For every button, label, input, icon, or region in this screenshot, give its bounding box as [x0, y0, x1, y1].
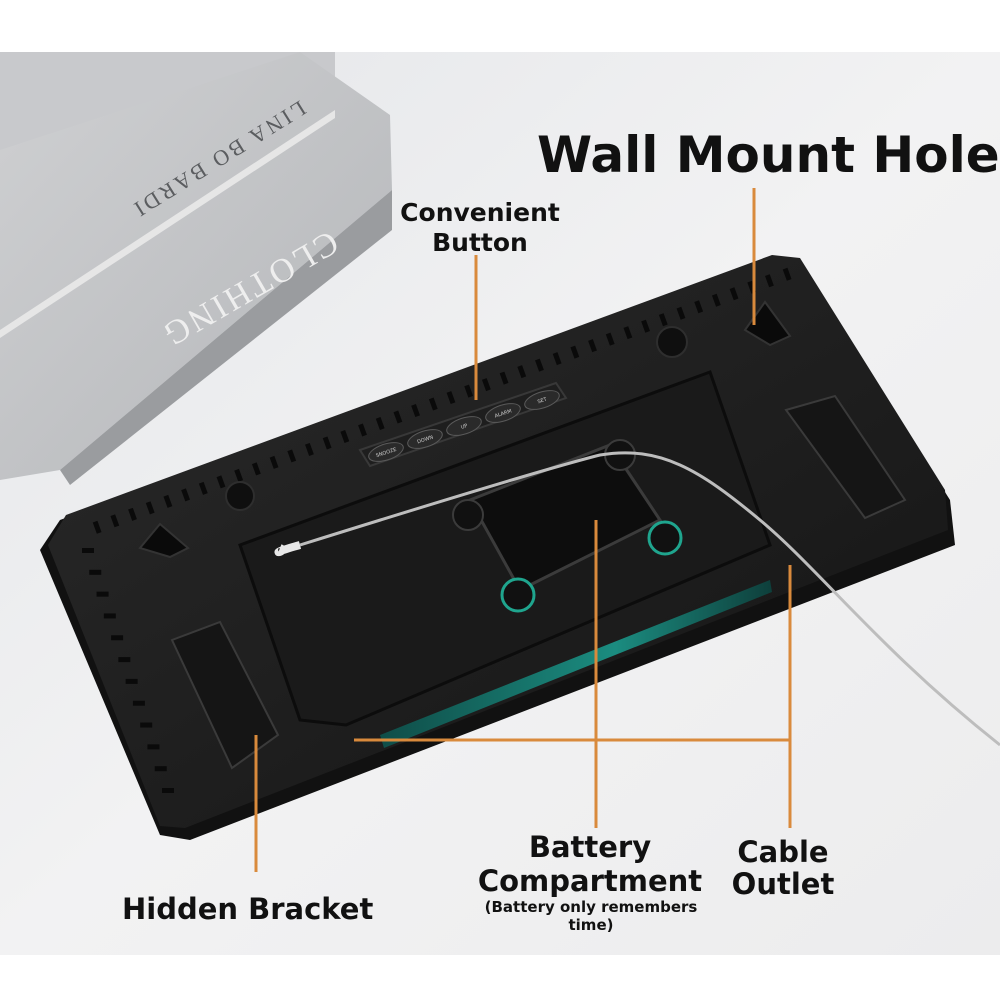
hidden-bracket	[170, 620, 280, 770]
vent-slot	[765, 274, 774, 288]
vent-slot	[552, 352, 562, 366]
vent-slot	[125, 678, 138, 684]
vent-slot	[103, 613, 116, 619]
vent-slot	[428, 397, 438, 411]
device-button-alarm[interactable]: ALARM	[483, 400, 522, 426]
vent-slot	[623, 326, 633, 340]
books: CLOTHING LINA BO BARDI	[0, 52, 392, 485]
vent-slot	[782, 267, 792, 281]
vent-slot	[234, 468, 244, 482]
convenient-button-line1: Convenient	[400, 198, 560, 227]
vent-slot	[729, 287, 739, 301]
battery-line2: Compartment	[477, 864, 703, 898]
vent-slot	[517, 365, 527, 379]
hidden-bracket-right	[784, 394, 907, 520]
vent-slot	[132, 700, 145, 706]
device-button-label: SET	[537, 396, 549, 405]
vent-slot	[446, 391, 456, 405]
cable-line1: Cable	[737, 835, 829, 869]
vent-slot	[605, 332, 615, 346]
vent-slot	[89, 569, 102, 575]
hidden-bracket-label: Hidden Bracket	[122, 892, 374, 926]
device-button-shape[interactable]	[444, 413, 483, 439]
wall-mount-hole-label: Wall Mount Hole	[537, 126, 1000, 184]
vent-slot	[694, 300, 704, 314]
vent-slot	[411, 404, 421, 418]
leader-lines	[254, 188, 792, 872]
vent-slot	[499, 371, 509, 385]
vent-slot	[92, 520, 102, 534]
vent-slot	[96, 591, 109, 597]
device-button-set[interactable]: SET	[522, 387, 561, 413]
device-button-shape[interactable]	[405, 426, 444, 452]
vent-slots	[92, 267, 792, 534]
vent-slot	[464, 384, 474, 398]
battery-line1: Battery	[528, 830, 652, 864]
vent-slot	[110, 514, 120, 528]
vent-slot	[82, 548, 94, 553]
vent-slot	[588, 339, 597, 353]
vent-slot	[198, 481, 208, 495]
vent-slot	[216, 475, 226, 489]
convenient-button-line2: Button	[432, 228, 528, 257]
speaker-grille	[656, 326, 688, 358]
vent-slot	[481, 378, 491, 392]
vent-slot	[658, 313, 668, 327]
vent-slot	[154, 766, 167, 772]
vent-slot	[393, 410, 403, 424]
vent-slot	[181, 488, 191, 502]
wall-mount-hole	[743, 300, 792, 347]
convenient-button-label: Convenient Button	[392, 198, 568, 258]
device-button-shape[interactable]	[483, 400, 522, 426]
cable-line2: Outlet	[731, 867, 835, 901]
vent-slot	[163, 494, 173, 508]
device-button-label: UP	[460, 423, 468, 431]
vent-slots-left	[82, 548, 174, 793]
speaker-grille	[225, 481, 255, 511]
clock-back-panel	[40, 255, 1000, 840]
led-strip	[380, 580, 772, 748]
vent-slot	[570, 345, 580, 359]
vent-slot	[128, 507, 137, 521]
battery-compartment-label: Battery Compartment	[470, 830, 710, 898]
device-button-down[interactable]: DOWN	[405, 426, 444, 452]
vent-slot	[147, 744, 160, 750]
vent-slot	[251, 462, 261, 476]
vent-slot	[118, 657, 131, 663]
vent-slot	[269, 455, 279, 469]
vent-slot	[676, 306, 686, 320]
device-button-up[interactable]: UP	[444, 413, 483, 439]
vent-slot	[287, 449, 297, 463]
device-button-shape[interactable]	[366, 439, 405, 465]
device-button-label: ALARM	[494, 408, 513, 419]
vent-slot	[162, 788, 174, 793]
battery-note: (Battery only remembers time)	[484, 898, 698, 934]
usb-cable	[299, 451, 1000, 747]
vent-slot	[140, 722, 153, 728]
vent-slot	[375, 417, 385, 430]
device-button-shape[interactable]	[522, 387, 561, 413]
vent-slot	[145, 501, 155, 515]
vent-slot	[535, 358, 544, 372]
vent-slot	[641, 319, 651, 333]
device-button-label: DOWN	[417, 434, 435, 445]
vent-slot	[358, 423, 367, 437]
vent-slot	[711, 293, 721, 307]
vent-slot	[340, 429, 350, 443]
vent-slot	[305, 442, 314, 456]
device-button-snooze[interactable]: SNOOZE	[366, 439, 405, 465]
vent-slot	[111, 635, 124, 641]
wall-mount-hole-left	[138, 522, 190, 559]
vent-slot	[322, 436, 332, 450]
cable-outlet-label: Cable Outlet	[728, 836, 838, 900]
